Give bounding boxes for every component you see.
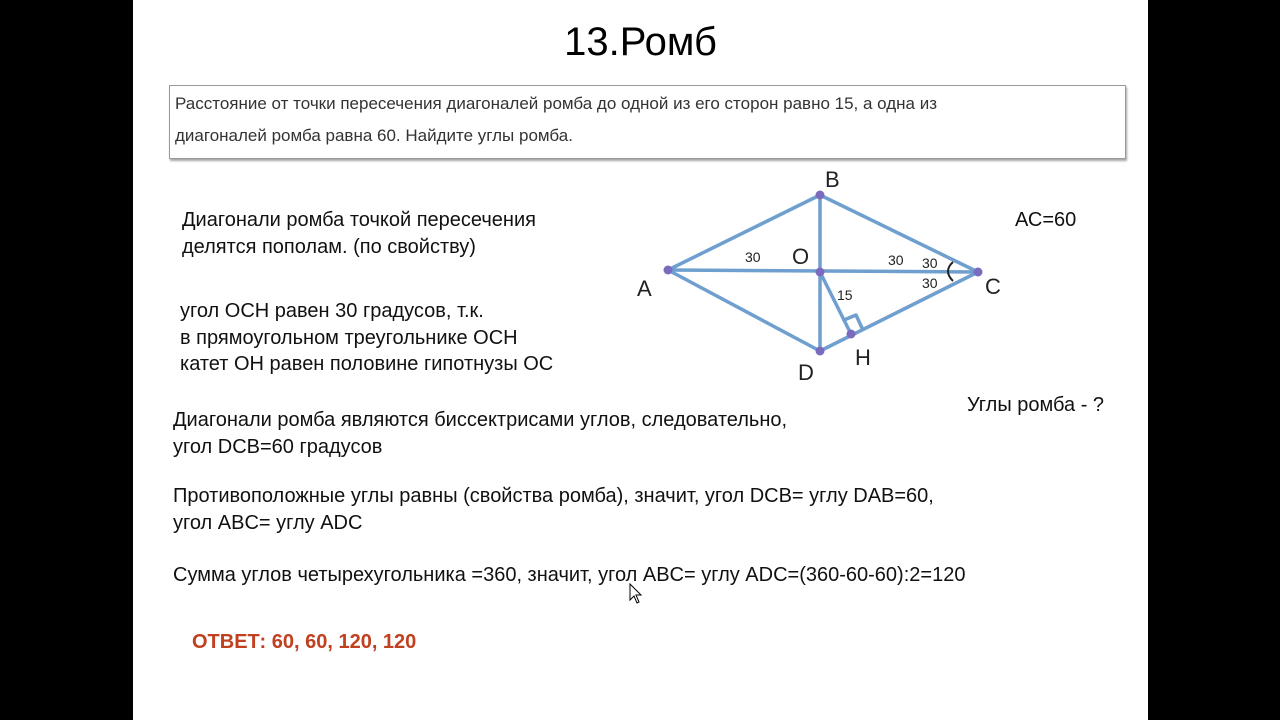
angle-arc-c	[947, 261, 954, 282]
slide-title: 13.Ромб	[564, 20, 717, 64]
point-a	[663, 265, 673, 275]
point-c	[973, 267, 983, 277]
label-oc-length: 30	[888, 252, 904, 268]
step-bisector-line-1: Диагонали ромба являются биссектрисами у…	[173, 409, 788, 431]
note-diagonals-line-1: Диагонали ромба точкой пересечения	[182, 209, 536, 231]
problem-line-2: диагоналей ромба равна 60. Найдите углы …	[175, 126, 573, 145]
mouse-pointer-icon	[629, 583, 643, 604]
step-sum-line: Сумма углов четырехугольника =360, значи…	[173, 564, 966, 586]
note-och-line-2: в прямоугольном треугольнике ОСН	[180, 327, 518, 349]
point-h	[846, 329, 856, 339]
label-oh-length: 15	[837, 287, 853, 303]
label-ao-length: 30	[745, 249, 761, 265]
label-b: B	[825, 167, 840, 192]
point-d	[815, 346, 825, 356]
point-o	[815, 267, 825, 277]
answer: ОТВЕТ: 60, 60, 120, 120	[192, 631, 417, 653]
right-angle-mark	[842, 313, 864, 330]
find-angles: Углы ромба - ?	[967, 394, 1105, 416]
slide: 13.Ромб Расстояние от точки пересечения …	[133, 0, 1148, 720]
point-b	[815, 190, 825, 200]
perpendicular-oh	[818, 270, 853, 336]
label-angle-upper: 30	[922, 255, 938, 271]
given-ac: АС=60	[1015, 209, 1077, 231]
note-och-line-3: катет ОН равен половине гипотнузы ОС	[180, 353, 554, 375]
step-bisector-line-2: угол DCB=60 градусов	[173, 436, 383, 458]
label-o: O	[792, 244, 809, 269]
label-angle-lower: 30	[922, 275, 938, 291]
step-opposite-line-1: Противоположные углы равны (свойства ром…	[173, 485, 934, 507]
label-c: C	[985, 274, 1001, 299]
label-a: A	[637, 276, 652, 301]
label-h: H	[855, 345, 871, 370]
problem-line-1: Расстояние от точки пересечения диагонал…	[175, 94, 938, 113]
note-diagonals-line-2: делятся пополам. (по свойству)	[182, 236, 476, 258]
rhombus-diagram: A B C D O H 30 30 30 30 15	[637, 167, 1001, 385]
note-och-line-1: угол ОСН равен 30 градусов, т.к.	[180, 300, 484, 322]
problem-box: Расстояние от точки пересечения диагонал…	[169, 85, 1126, 159]
label-d: D	[798, 360, 814, 385]
step-opposite-line-2: угол ABC= углу ADC	[173, 512, 363, 534]
